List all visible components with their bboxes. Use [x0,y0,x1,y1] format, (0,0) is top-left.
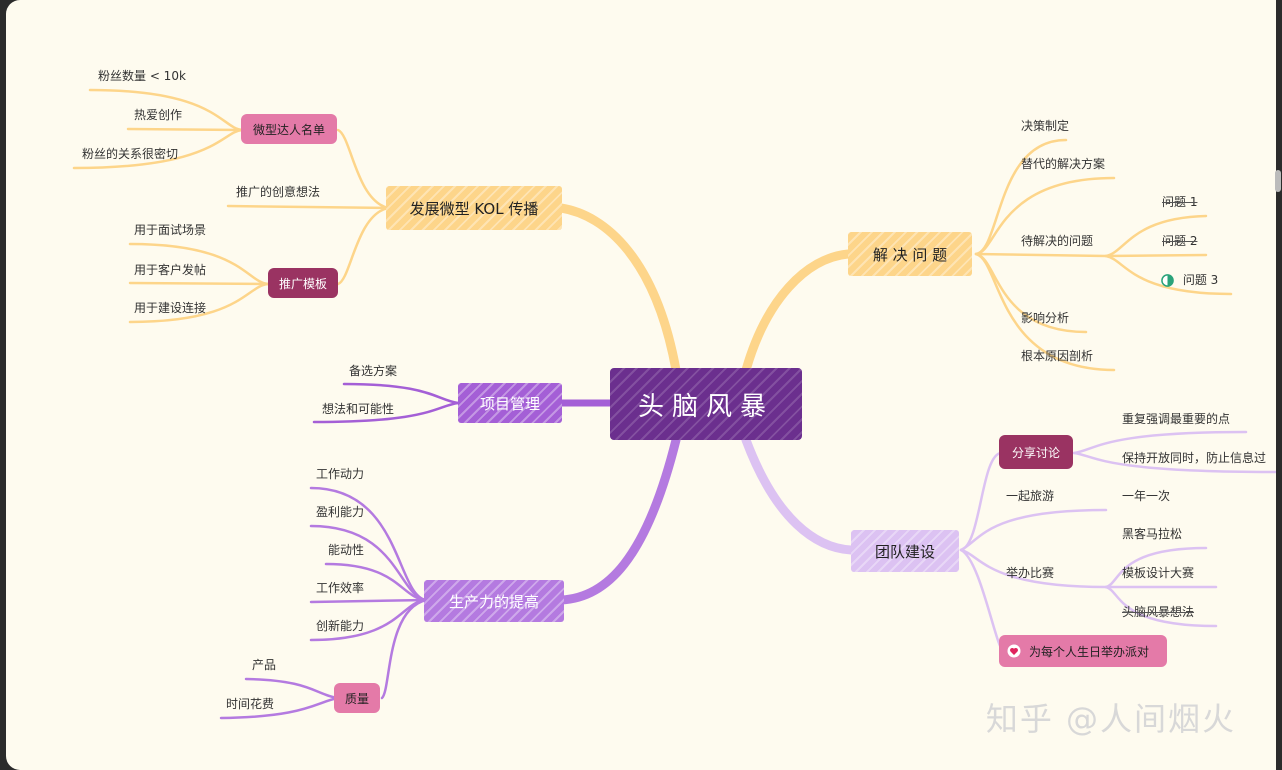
leaf-brainstorm-ideas[interactable]: 头脑风暴想法 [1122,605,1195,619]
leaf-alt-solution[interactable]: 替代的解决方案 [1021,157,1106,171]
branch-solve-problems[interactable]: 解 决 问 题 [848,232,972,276]
leaf-client-post[interactable]: 用于客户发帖 [134,263,207,277]
scrollbar-thumb[interactable] [1275,170,1281,192]
mind-map-canvas: 头脑风暴 发展微型 KOL 传播 微型达人名单 粉丝数量 < 10k 热爱创作 … [6,0,1276,770]
leaf-innovation[interactable]: 创新能力 [316,619,365,633]
subtopic-share-discuss-label: 分享讨论 [1011,445,1060,460]
leaf-travel-together[interactable]: 一起旅游 [1006,489,1055,503]
branch-productivity-label: 生产力的提高 [448,592,539,611]
subtopic-share-discuss[interactable]: 分享讨论 [999,435,1073,469]
subtopic-quality-label: 质量 [344,691,369,706]
leaf-hold-contest[interactable]: 举办比赛 [1006,566,1055,580]
subtopic-quality[interactable]: 质量 [334,683,380,713]
subtopic-micro-influencers[interactable]: 微型达人名单 [241,114,337,144]
leaf-once-a-year[interactable]: 一年一次 [1122,489,1171,503]
central-topic[interactable]: 头脑风暴 [610,368,802,440]
leaf-love-creating[interactable]: 热爱创作 [134,108,183,122]
subtopic-birthday-party-label: 为每个人生日举办派对 [1029,644,1150,659]
heart-icon [1007,644,1021,658]
leaf-problem-3-label: 问题 3 [1182,273,1219,287]
leaf-decision[interactable]: 决策制定 [1021,119,1070,133]
leaf-stay-open[interactable]: 保持开放同时，防止信息过 [1122,451,1267,465]
connector-lines [72,88,1276,720]
leaf-problem-1[interactable]: 问题 1 [1162,195,1198,209]
subtopic-promo-template-label: 推广模板 [278,276,327,291]
branch-kol-label: 发展微型 KOL 传播 [409,199,539,218]
subtopic-promo-template[interactable]: 推广模板 [268,268,338,298]
half-progress-icon [1161,274,1174,287]
leaf-ideas-possibilities[interactable]: 想法和可能性 [322,402,395,416]
leaf-promo-ideas[interactable]: 推广的创意想法 [236,185,321,199]
leaf-template-contest[interactable]: 模板设计大赛 [1122,566,1195,580]
leaf-hackathon[interactable]: 黑客马拉松 [1122,527,1183,541]
leaf-time-cost[interactable]: 时间花费 [226,697,275,711]
leaf-close-fan-relation[interactable]: 粉丝的关系很密切 [82,147,179,161]
leaf-pending-problems[interactable]: 待解决的问题 [1021,234,1094,248]
branch-solve-problems-label: 解 决 问 题 [872,245,948,264]
subtopic-micro-influencers-label: 微型达人名单 [252,122,325,137]
leaf-fan-count[interactable]: 粉丝数量 < 10k [98,69,186,83]
leaf-build-connection[interactable]: 用于建设连接 [134,301,207,315]
leaf-product[interactable]: 产品 [252,658,277,672]
leaf-initiative[interactable]: 能动性 [328,543,365,557]
central-topic-label: 头脑风暴 [637,391,774,422]
leaf-repeat-key-points[interactable]: 重复强调最重要的点 [1122,412,1231,426]
leaf-root-cause[interactable]: 根本原因剖析 [1021,349,1094,363]
leaf-problem-3[interactable]: 问题 3 [1161,271,1218,288]
leaf-problem-2[interactable]: 问题 2 [1162,234,1198,248]
branch-project-management-label: 项目管理 [479,394,540,413]
leaf-impact-analysis[interactable]: 影响分析 [1021,311,1070,325]
subtopic-birthday-party[interactable]: 为每个人生日举办派对 [999,635,1167,667]
branch-team-building-label: 团队建设 [874,542,935,561]
leaf-profitability[interactable]: 盈利能力 [316,505,365,519]
watermark: 知乎 @人间烟火 [985,700,1236,738]
branch-project-management[interactable]: 项目管理 [458,383,562,423]
leaf-interview[interactable]: 用于面试场景 [134,223,207,237]
branch-productivity[interactable]: 生产力的提高 [424,580,564,622]
leaf-motivation[interactable]: 工作动力 [316,467,365,481]
leaf-efficiency[interactable]: 工作效率 [316,581,365,595]
leaf-alternatives[interactable]: 备选方案 [349,364,398,378]
branch-team-building[interactable]: 团队建设 [851,530,959,572]
branch-kol[interactable]: 发展微型 KOL 传播 [386,186,562,230]
